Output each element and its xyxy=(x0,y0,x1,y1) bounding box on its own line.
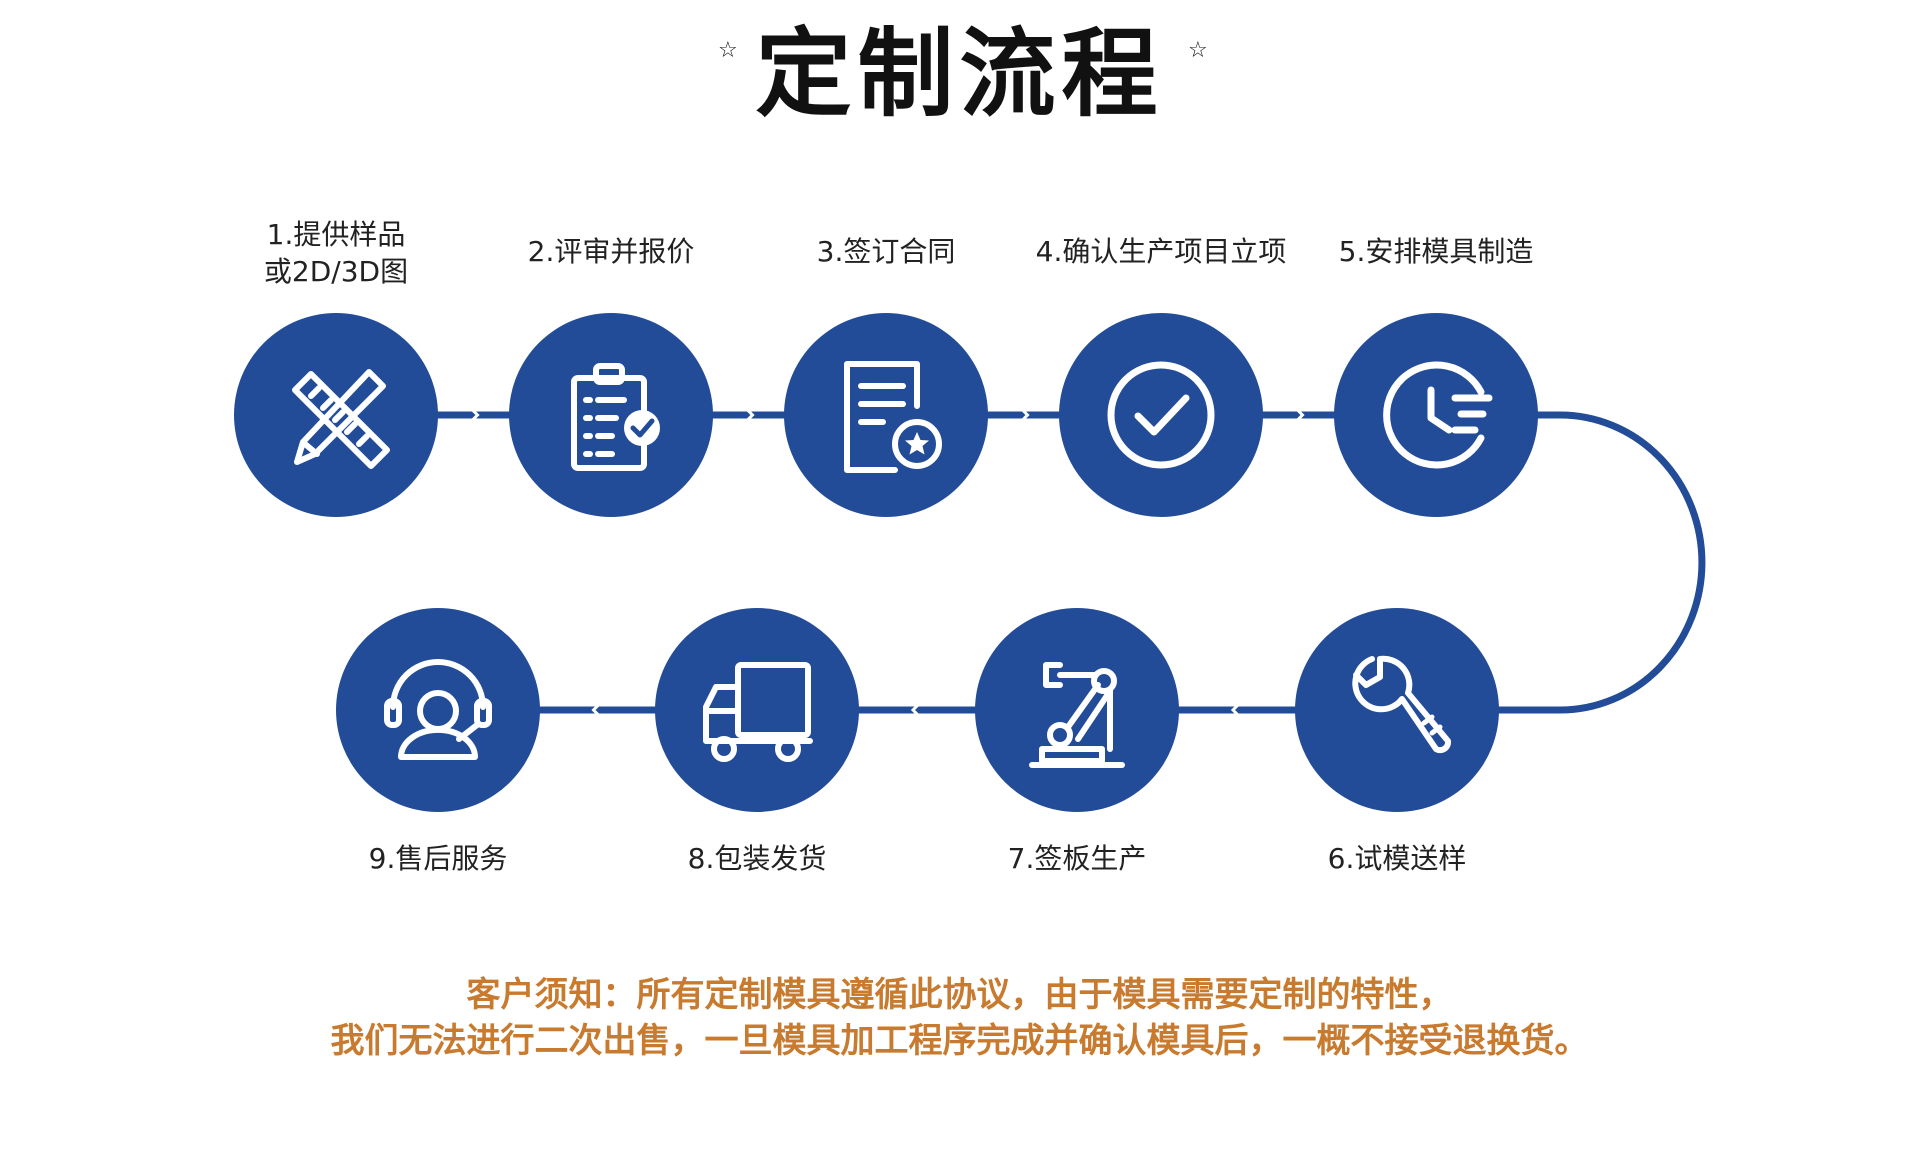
step-circle-4 xyxy=(1059,313,1263,517)
step-9-label: 9.售后服务 xyxy=(368,842,508,875)
direction-chevron-8 xyxy=(591,700,603,720)
direction-chevron-7 xyxy=(910,700,923,720)
delivery-truck-icon xyxy=(703,662,813,762)
step-4-label: 4.确认生产项目立项 xyxy=(1035,235,1287,268)
customer-service-icon xyxy=(384,659,492,760)
step-5-label: 5.安排模具制造 xyxy=(1338,235,1534,268)
title-block: ☆ 定制流程 ☆ xyxy=(0,0,1919,130)
clipboard-check-icon xyxy=(571,363,660,471)
clock-fast-icon xyxy=(1383,361,1493,469)
right-star-icon: ☆ xyxy=(1188,38,1208,63)
step-3-label: 3.签订合同 xyxy=(816,235,956,268)
document-star-icon xyxy=(844,361,942,473)
connector-curve xyxy=(1397,411,1706,714)
step-1-label: 1.提供样品 或2D/3D图 xyxy=(264,216,408,290)
step-circle-5 xyxy=(1334,313,1538,517)
direction-chevron-2 xyxy=(743,405,755,425)
robot-arm-icon xyxy=(1029,662,1125,768)
step-7-label: 7.签板生产 xyxy=(1007,842,1147,875)
step-circle-9 xyxy=(336,608,540,812)
direction-chevron-6 xyxy=(1230,700,1243,720)
step-1-label-line-2: 或2D/3D图 xyxy=(263,255,409,288)
direction-chevron-1 xyxy=(468,405,480,425)
page-title: 定制流程 xyxy=(755,17,1164,130)
notice-line-1: 客户须知：所有定制模具遵循此协议，由于模具需要定制的特性， xyxy=(466,975,1453,1015)
direction-chevron-3 xyxy=(1018,405,1030,425)
step-8-label: 8.包装发货 xyxy=(687,842,827,875)
step-2-label: 2.评审并报价 xyxy=(527,235,695,268)
direction-chevron-4 xyxy=(1293,405,1305,425)
checkmark-circle-icon xyxy=(1107,361,1215,469)
left-star-icon: ☆ xyxy=(718,38,738,63)
wrench-icon xyxy=(1352,655,1452,754)
ruler-pencil-icon xyxy=(292,369,390,469)
step-circle-3 xyxy=(784,313,988,517)
step-circle-6 xyxy=(1295,608,1499,812)
step-6-label: 6.试模送样 xyxy=(1327,842,1467,875)
notice-line-2: 我们无法进行二次出售，一旦模具加工程序完成并确认模具后，一概不接受退换货。 xyxy=(330,1021,1589,1061)
step-circle-8 xyxy=(655,608,859,812)
step-1-label-line-1: 1.提供样品 xyxy=(266,218,406,251)
